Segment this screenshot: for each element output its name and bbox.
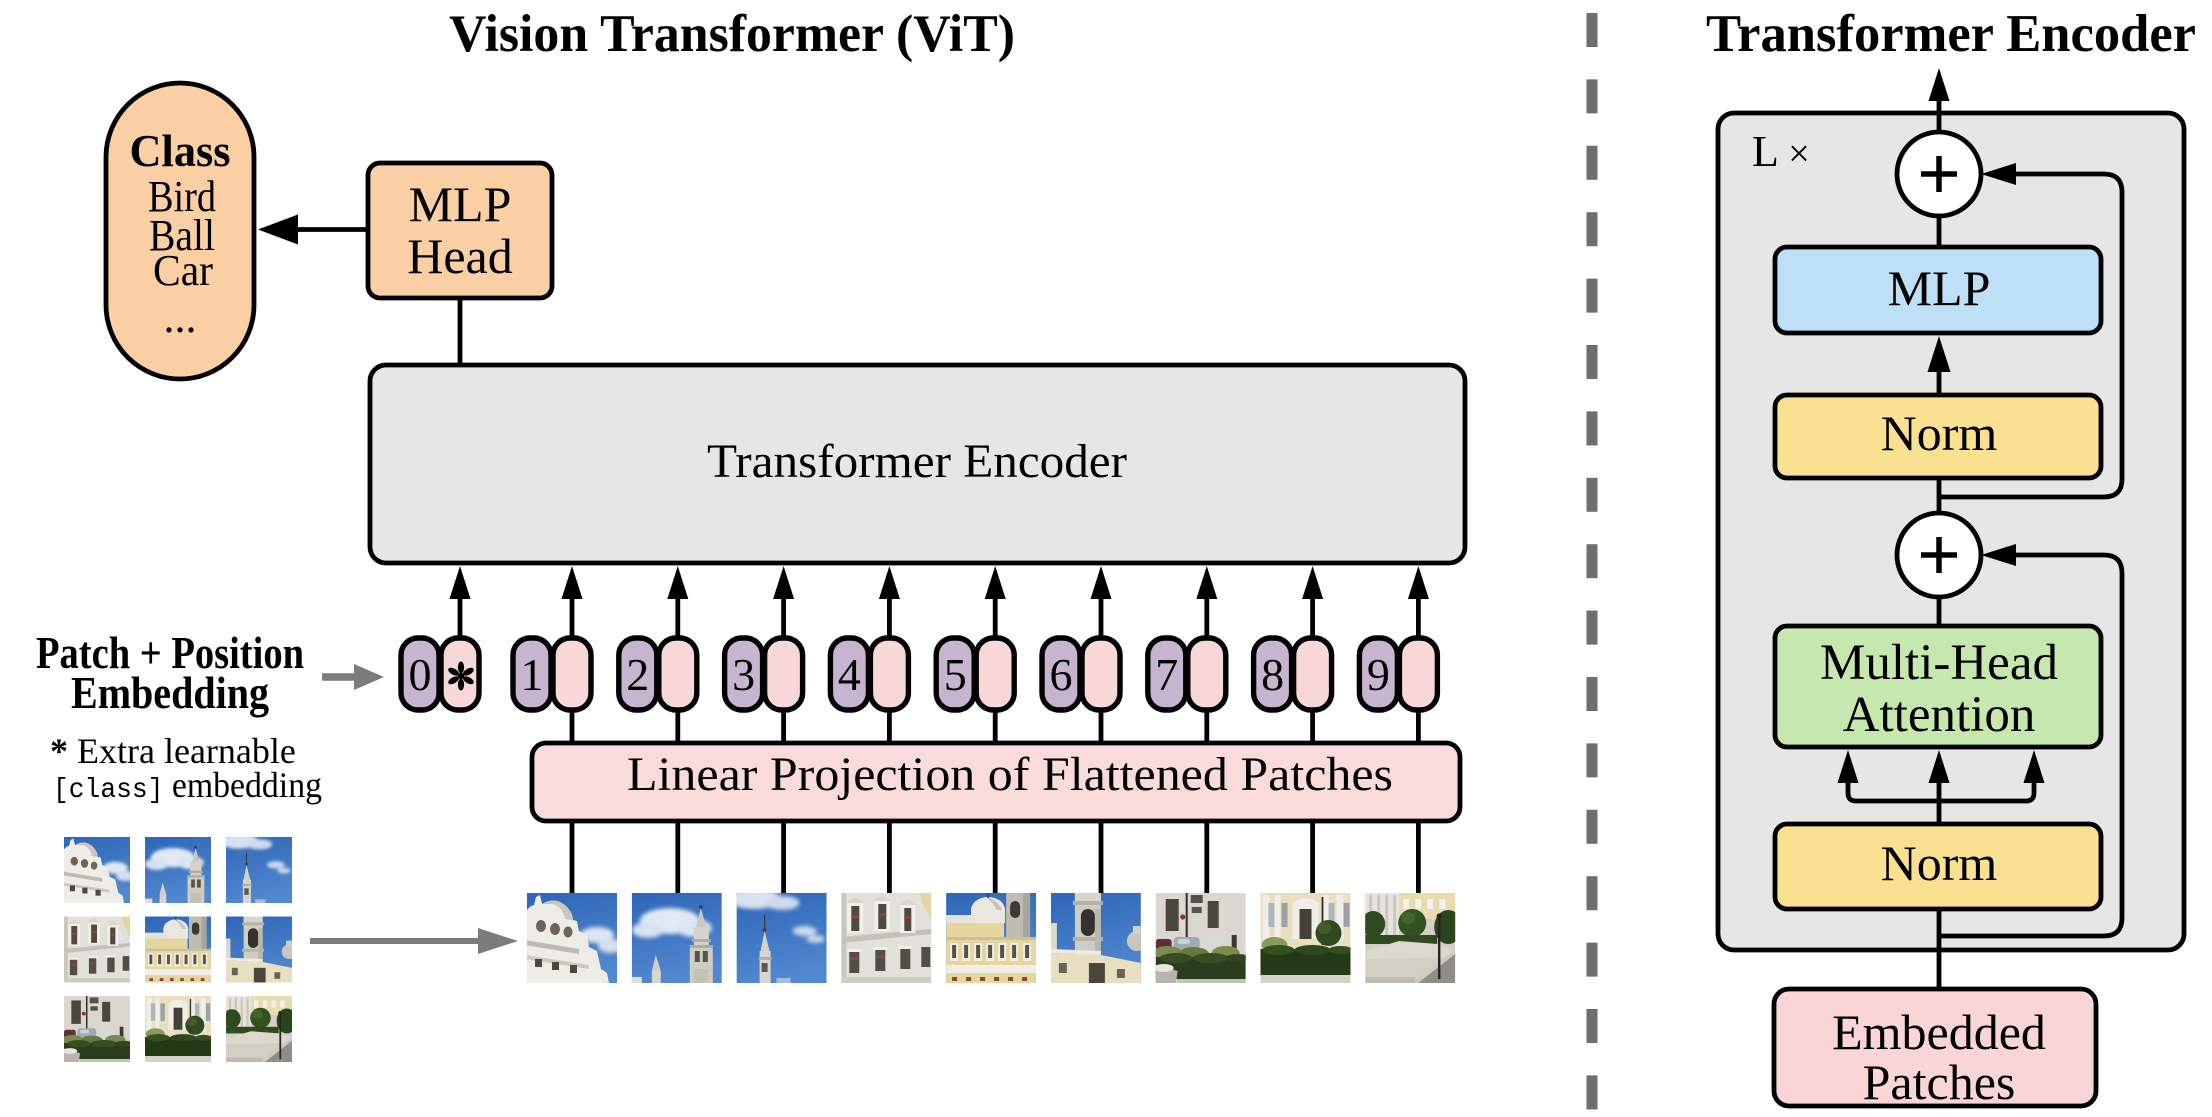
svg-text:Attention: Attention bbox=[1843, 687, 2036, 743]
svg-text:...: ... bbox=[164, 293, 197, 342]
svg-text:Embedded: Embedded bbox=[1832, 1004, 2046, 1060]
svg-text:Linear Projection of Flattened: Linear Projection of Flattened Patches bbox=[627, 748, 1393, 801]
svg-text:Norm: Norm bbox=[1881, 405, 1998, 461]
svg-text:Vision Transformer (ViT): Vision Transformer (ViT) bbox=[449, 5, 1015, 63]
svg-text:Patch + Position: Patch + Position bbox=[36, 627, 304, 678]
svg-text:Multi-Head: Multi-Head bbox=[1820, 635, 2058, 691]
svg-text:L ×: L × bbox=[1752, 127, 1810, 176]
svg-text:3: 3 bbox=[732, 649, 755, 700]
svg-text:Car: Car bbox=[153, 246, 213, 295]
svg-text:Bird: Bird bbox=[148, 172, 216, 221]
svg-text:1: 1 bbox=[521, 649, 544, 700]
svg-text:7: 7 bbox=[1155, 649, 1178, 700]
svg-text:6: 6 bbox=[1050, 649, 1073, 700]
svg-text:MLP: MLP bbox=[409, 176, 512, 232]
svg-text:Head: Head bbox=[407, 228, 513, 284]
svg-text:Ball: Ball bbox=[149, 211, 215, 260]
svg-text:Patches: Patches bbox=[1863, 1054, 2016, 1110]
svg-text:Embedding: Embedding bbox=[71, 667, 269, 718]
svg-text:2: 2 bbox=[626, 649, 649, 700]
svg-text:5: 5 bbox=[944, 649, 967, 700]
svg-text:9: 9 bbox=[1367, 649, 1390, 700]
svg-text:Norm: Norm bbox=[1881, 835, 1998, 891]
svg-text:Class: Class bbox=[130, 125, 231, 176]
svg-text:4: 4 bbox=[838, 649, 861, 700]
svg-text:8: 8 bbox=[1261, 649, 1284, 700]
svg-text:Transformer Encoder: Transformer Encoder bbox=[1706, 5, 2196, 63]
svg-text:* Extra learnable: * Extra learnable bbox=[50, 731, 296, 771]
svg-text:Transformer Encoder: Transformer Encoder bbox=[707, 435, 1127, 488]
svg-text:0: 0 bbox=[409, 649, 432, 700]
svg-text:MLP: MLP bbox=[1888, 260, 1991, 316]
